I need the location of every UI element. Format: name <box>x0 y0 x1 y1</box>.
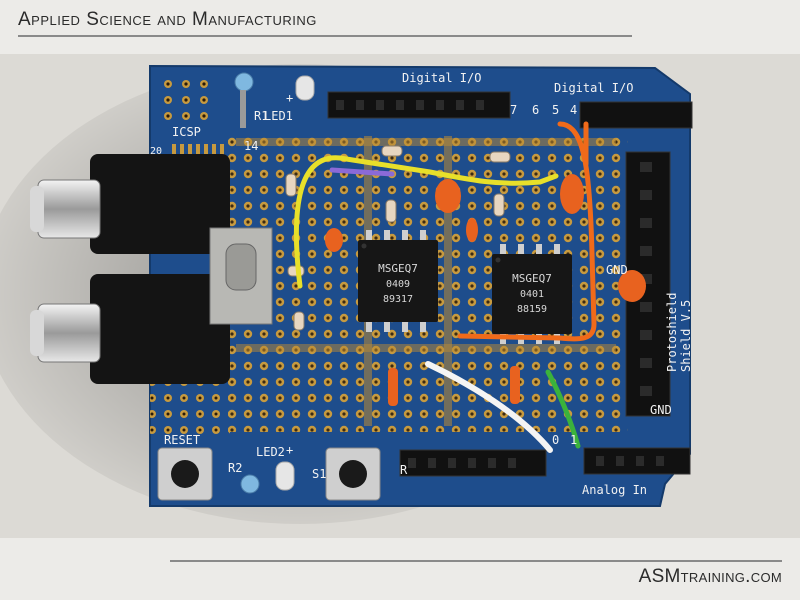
icsp-header <box>160 76 220 120</box>
slide-header: Applied Science and Manufacturing <box>0 0 800 54</box>
rca-jack-bottom <box>30 274 230 384</box>
chip-right-line2: 0401 <box>520 289 544 300</box>
label-row-14: 14 <box>244 139 258 153</box>
label-led2: LED2 <box>256 445 285 459</box>
bracket-slot <box>225 243 257 291</box>
label-pin-0: 0 <box>552 433 559 447</box>
label-digital-io-1: Digital I/O <box>402 71 481 85</box>
slide-footer: ASMtraining.com <box>0 538 800 600</box>
resistors <box>285 145 511 331</box>
s1-button <box>325 447 381 501</box>
label-pin-6: 6 <box>532 103 539 117</box>
header-pins <box>336 100 664 468</box>
led1 <box>234 72 315 128</box>
label-ref: R <box>400 463 408 477</box>
label-pin-4: 4 <box>570 103 577 117</box>
label-s1: S1 <box>312 467 326 481</box>
chip-left-line2: 0409 <box>386 279 410 290</box>
label-reset: RESET <box>164 433 200 447</box>
footer-site-name: ASMtraining.com <box>638 566 782 587</box>
msgeq7-chip-left <box>358 230 438 332</box>
chip-right-name: MSGEQ7 <box>512 272 552 285</box>
label-gnd-2: GND <box>650 403 672 417</box>
label-plus-2: + <box>286 443 293 457</box>
copper-strip <box>236 138 616 146</box>
reset-button <box>157 447 213 501</box>
label-r1: R1 <box>254 109 268 123</box>
label-shield-line1: Protoshield <box>665 293 679 372</box>
white-wire <box>425 361 553 453</box>
label-side-20: 20 <box>150 146 162 157</box>
label-pin-7: 7 <box>510 103 517 117</box>
yellow-wire <box>293 155 559 289</box>
label-led1: LED1 <box>264 109 293 123</box>
label-gnd-1: GND <box>606 263 628 277</box>
chip-right-line3: 88159 <box>517 304 547 315</box>
label-pin-1: 1 <box>570 433 577 447</box>
orange-wire-1 <box>457 121 597 342</box>
label-icsp: ICSP <box>172 125 201 139</box>
label-shield-line2: Shield V.5 <box>679 300 693 372</box>
green-wire <box>545 369 581 449</box>
chip-left-name: MSGEQ7 <box>378 262 418 275</box>
slide-title: Applied Science and Manufacturing <box>18 9 317 30</box>
copper-strip <box>236 344 616 352</box>
label-plus-1: + <box>286 91 293 105</box>
header-divider <box>18 35 632 37</box>
label-r2: R2 <box>228 461 242 475</box>
chip-left-line3: 89317 <box>383 294 413 305</box>
digital-header-right <box>579 101 693 129</box>
led2 <box>240 461 295 494</box>
circuit-board-photo: MSGEQ7 0409 89317 MSGEQ7 0401 88159 <box>0 54 800 538</box>
rca-jack-top <box>30 154 230 254</box>
copper-strip <box>444 136 452 426</box>
footer-divider <box>170 560 782 562</box>
capacitors <box>325 174 646 406</box>
label-analog-in: Analog In <box>582 483 647 497</box>
label-digital-io-2: Digital I/O <box>554 81 633 95</box>
label-pin-5: 5 <box>552 103 559 117</box>
purple-wire <box>329 167 395 177</box>
